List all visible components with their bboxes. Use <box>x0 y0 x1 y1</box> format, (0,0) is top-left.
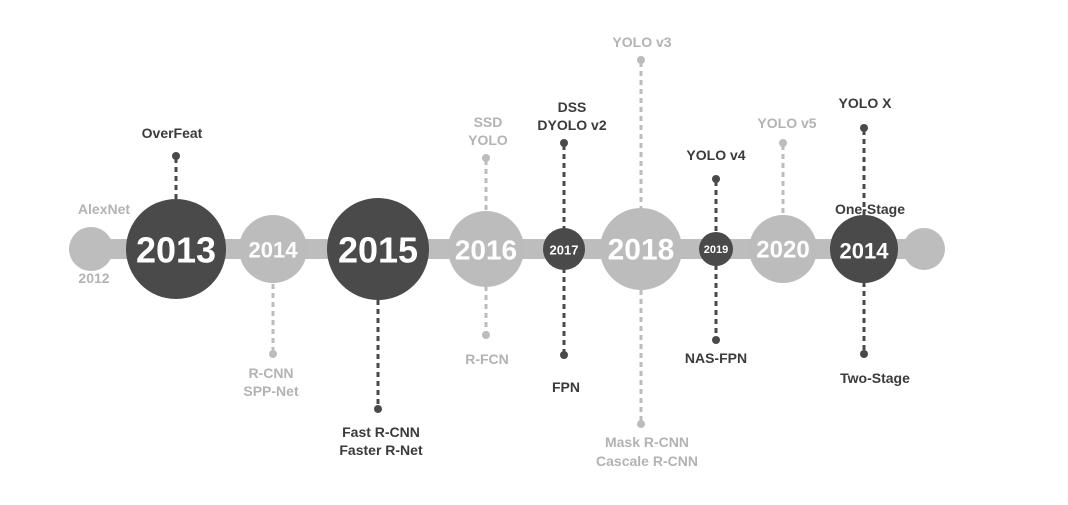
year-circle-2013 <box>126 199 226 299</box>
label-dyolo-v2: DYOLO v2 <box>537 117 606 133</box>
label-yolo-v4: YOLO v4 <box>686 147 745 163</box>
connector-dot-2018-above <box>637 56 645 64</box>
label-yolo-v5: YOLO v5 <box>757 115 816 131</box>
label-2012: 2012 <box>78 270 109 286</box>
year-circle-2017 <box>543 228 585 270</box>
connector-dot-2014-below <box>269 350 277 358</box>
year-label-2016: 2016 <box>455 235 517 266</box>
connector-dot-2020-above <box>779 139 787 147</box>
timeline-start-cap <box>69 227 113 271</box>
label-overfeat: OverFeat <box>142 125 203 141</box>
label-one-stage: One-Stage <box>835 201 905 217</box>
connector-dot-legend-below <box>860 350 868 358</box>
connector-dot-legend-above <box>860 124 868 132</box>
label-rfcn: R-FCN <box>465 351 509 367</box>
connector-dot-2019-above <box>712 175 720 183</box>
connector-dot-2016-below <box>482 331 490 339</box>
connector-dot-2017-below <box>560 351 568 359</box>
label-spp-net: SPP-Net <box>243 383 299 399</box>
label-nas-fpn: NAS-FPN <box>685 350 747 366</box>
connector-dot-2015-below <box>374 405 382 413</box>
label-mask-rcnn: Mask R-CNN <box>605 434 689 450</box>
connectors <box>172 56 868 428</box>
method-labels: AlexNet 2012 OverFeat R-CNN SPP-Net Fast… <box>78 34 910 469</box>
label-yolo-v3: YOLO v3 <box>612 34 671 50</box>
connector-dot-2016-above <box>482 154 490 162</box>
label-cascale-rcnn: Cascale R-CNN <box>596 453 698 469</box>
year-label-2013: 2013 <box>136 230 216 271</box>
label-yolo-x: YOLO X <box>839 95 893 111</box>
year-circle-2020 <box>749 215 817 283</box>
label-faster-rnet: Faster R-Net <box>339 442 423 458</box>
label-yolo: YOLO <box>468 132 508 148</box>
label-rcnn: R-CNN <box>248 365 293 381</box>
label-fpn: FPN <box>552 379 580 395</box>
year-label-2020: 2020 <box>756 237 809 264</box>
year-label-2019: 2019 <box>704 244 728 256</box>
label-dss: DSS <box>558 99 587 115</box>
label-ssd: SSD <box>474 114 503 130</box>
year-label-2015: 2015 <box>338 230 418 271</box>
year-label-2018: 2018 <box>608 234 675 267</box>
connector-dot-2017-above <box>560 139 568 147</box>
year-circle-legend <box>830 215 898 283</box>
year-nodes: 2013 2014 2015 2016 2017 2018 2019 2020 … <box>126 198 898 300</box>
connector-dot-2019-below <box>712 336 720 344</box>
year-label-2014: 2014 <box>249 238 299 263</box>
year-circle-2014 <box>239 215 307 283</box>
year-label-legend: 2014 <box>840 239 890 264</box>
connector-dot-2013-above <box>172 152 180 160</box>
year-label-2017: 2017 <box>550 243 579 258</box>
year-circle-2019 <box>699 232 733 266</box>
label-fast-rcnn: Fast R-CNN <box>342 424 420 440</box>
timeline-end-cap <box>903 228 945 270</box>
label-two-stage: Two-Stage <box>840 370 910 386</box>
year-circle-2018 <box>600 208 682 290</box>
year-circle-2016 <box>448 211 524 287</box>
label-alexnet: AlexNet <box>78 201 130 217</box>
year-circle-2015 <box>327 198 429 300</box>
connector-dot-2018-below <box>637 420 645 428</box>
